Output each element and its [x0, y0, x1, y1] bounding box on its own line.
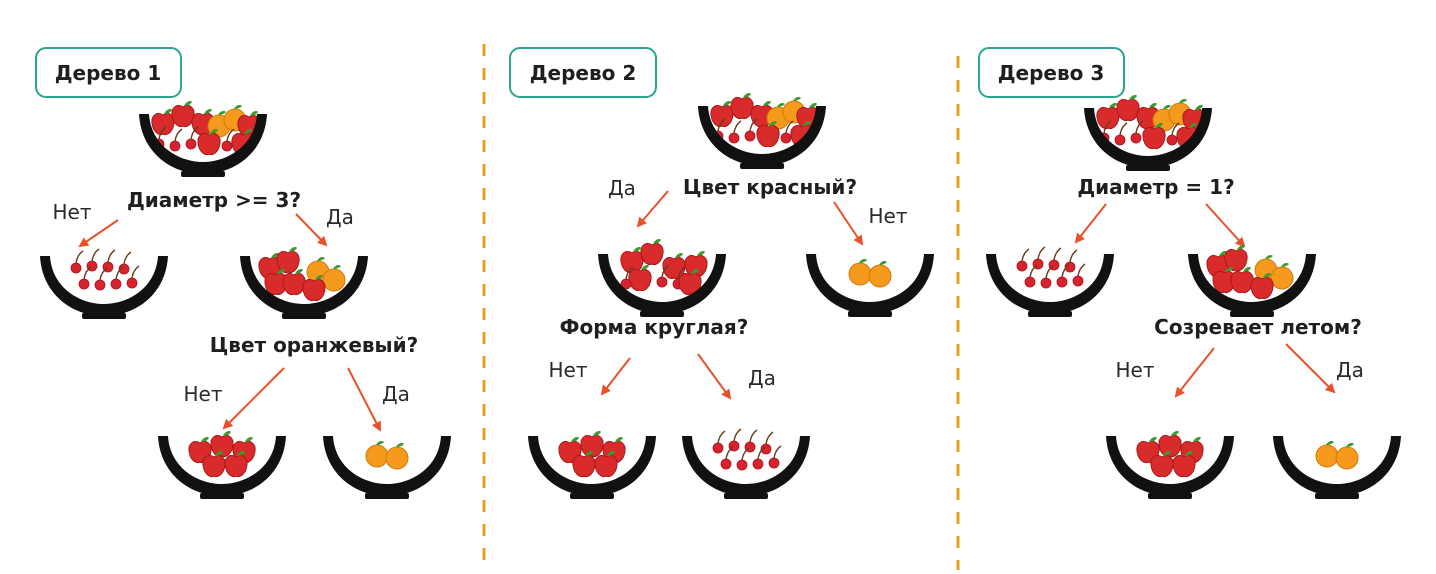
- bowl-cherries-icon: [1017, 247, 1085, 288]
- tree-1-label-no-2: Нет: [184, 382, 223, 406]
- tree-2-arrow-yes-1: [636, 190, 669, 228]
- tree-2-yes-no-bowl: [528, 431, 656, 499]
- tree-1-arrow-no-2: [222, 367, 285, 430]
- tree-2-label-yes-1: Да: [608, 176, 636, 200]
- tree-3-yes-bowl: [986, 247, 1114, 317]
- tree-2-badge-label: Дерево 2: [530, 61, 637, 85]
- tree-3-question-1: Диаметр = 1?: [1077, 175, 1234, 199]
- tree-3-badge-label: Дерево 3: [998, 61, 1105, 85]
- tree-1-no-bowl: [40, 249, 168, 319]
- tree-1-question-1: Диаметр >= 3?: [127, 188, 301, 212]
- tree-3-arrow-yes-1: [1074, 203, 1107, 244]
- tree-1: Дерево 1 Диаметр >= 3? Нет Да Цвет оранж…: [35, 47, 451, 499]
- tree-2-no-bowl: [806, 254, 934, 317]
- bowl-cherries-icon: [71, 249, 139, 290]
- tree-1-arrow-yes-1: [295, 213, 328, 247]
- tree-3-badge: Дерево 3: [978, 47, 1125, 98]
- tree-3-no-yes-bowl: [1273, 436, 1401, 499]
- tree-1-label-yes-1: Да: [326, 205, 354, 229]
- tree-2-arrow-no-2: [600, 357, 631, 396]
- tree-2-label-no-2: Нет: [549, 358, 588, 382]
- tree-2: Дерево 2 Цвет красный? Да Нет Форма круг…: [509, 47, 934, 499]
- tree-3-label-no-2: Нет: [1116, 358, 1155, 382]
- tree-2-label-yes-2: Да: [748, 366, 776, 390]
- bowl-apples-oranges-icon: [1207, 245, 1293, 298]
- bowl-apples-icon: [189, 431, 255, 476]
- tree-2-yes-yes-bowl: [682, 429, 810, 499]
- tree-1-yes-bowl: [240, 247, 368, 319]
- tree-3-no-no-bowl: [1106, 431, 1234, 499]
- bowl-oranges-icon: [849, 259, 891, 287]
- bowl-cherries-icon: [713, 429, 781, 470]
- tree-1-badge: Дерево 1: [35, 47, 182, 98]
- bowl-apples-icon: [1137, 431, 1203, 476]
- tree-3-label-yes-2: Да: [1336, 358, 1364, 382]
- tree-2-badge: Дерево 2: [509, 47, 657, 98]
- tree-3-question-2: Созревает летом?: [1154, 315, 1362, 339]
- tree-3-arrow-no-1: [1205, 203, 1246, 248]
- bowl-apples-oranges-icon: [259, 247, 345, 300]
- tree-1-question-2: Цвет оранжевый?: [210, 333, 419, 357]
- bowl-apples-icon: [559, 431, 625, 476]
- tree-2-question-1: Цвет красный?: [683, 175, 857, 199]
- tree-3-no-bowl: [1188, 245, 1316, 317]
- bowl-apples-cherries-icon: [621, 239, 707, 294]
- tree-1-label-yes-2: Да: [382, 382, 410, 406]
- tree-2-root-bowl: [698, 93, 826, 169]
- tree-2-arrow-no-1: [833, 201, 864, 246]
- tree-2-arrow-yes-2: [697, 353, 732, 400]
- bowl-oranges-icon: [366, 441, 408, 469]
- tree-1-badge-label: Дерево 1: [55, 61, 162, 85]
- tree-3-arrow-yes-2: [1285, 343, 1336, 394]
- tree-1-yes-no-bowl: [158, 431, 286, 499]
- tree-1-label-no-1: Нет: [53, 200, 92, 224]
- tree-2-question-2: Форма круглая?: [560, 315, 749, 339]
- tree-1-arrow-yes-2: [347, 367, 381, 432]
- tree-1-arrow-no-1: [78, 219, 119, 248]
- tree-2-label-no-1: Нет: [869, 204, 908, 228]
- tree-1-root-bowl: [139, 101, 267, 177]
- tree-3-root-bowl: [1084, 95, 1212, 171]
- tree-3-arrow-no-2: [1174, 347, 1215, 398]
- tree-1-yes-yes-bowl: [323, 436, 451, 499]
- tree-3: Дерево 3 Диаметр = 1? Созревает летом? Н…: [978, 47, 1401, 499]
- tree-2-yes-bowl: [598, 239, 726, 317]
- bowl-oranges-icon: [1316, 441, 1358, 469]
